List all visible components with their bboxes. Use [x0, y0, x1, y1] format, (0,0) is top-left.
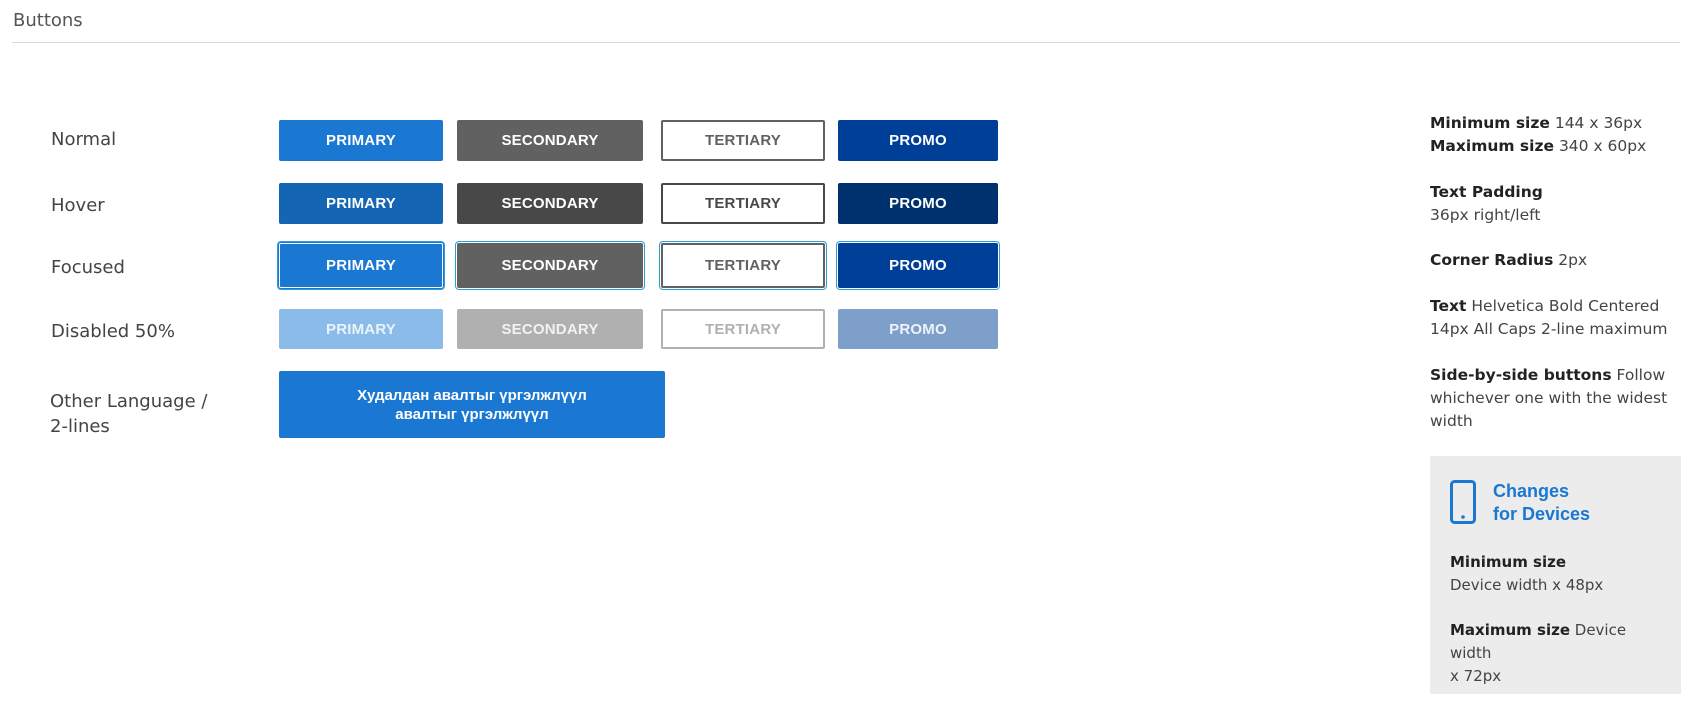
spec-max-size-value: 340 x 60px [1558, 137, 1647, 155]
header-divider [12, 42, 1680, 43]
spec-radius-value: 2px [1558, 251, 1588, 269]
primary-button-focused[interactable]: PRIMARY [278, 242, 444, 289]
spec-side-value-line3: width [1430, 412, 1473, 430]
spec-padding-value: 36px right/left [1430, 206, 1541, 224]
row-label-other-language-line1: Other Language / [50, 391, 208, 412]
spec-size: Minimum size 144 x 36px Maximum size 340… [1430, 112, 1670, 158]
spec-side-by-side: Side-by-side buttons Follow whichever on… [1430, 364, 1670, 433]
spec-padding: Text Padding 36px right/left [1430, 181, 1670, 227]
row-label-disabled: Disabled 50% [51, 321, 175, 342]
two-line-button-line1: Худалдан авалтыг үргэлжлүүл [357, 386, 587, 404]
spec-radius-label: Corner Radius [1430, 251, 1554, 269]
spec-text-value-line1: Helvetica Bold Centered [1471, 297, 1660, 315]
primary-button-hover[interactable]: PRIMARY [279, 183, 443, 224]
primary-button-two-line[interactable]: Худалдан авалтыг үргэлжлүүл авалтыг үргэ… [279, 371, 665, 438]
secondary-button-hover[interactable]: SECONDARY [457, 183, 643, 224]
spec-text: Text Helvetica Bold Centered 14px All Ca… [1430, 295, 1670, 341]
two-line-button-line2: авалтыг үргэлжлүүл [395, 405, 549, 423]
promo-button-hover[interactable]: PROMO [838, 183, 998, 224]
promo-button-disabled: PROMO [838, 309, 998, 349]
secondary-button-focused[interactable]: SECONDARY [457, 243, 643, 288]
tertiary-button-disabled: TERTIARY [661, 309, 825, 349]
row-label-hover: Hover [51, 195, 105, 216]
device-max-size: Maximum size Device width x 72px [1450, 619, 1665, 688]
spec-max-size-label: Maximum size [1430, 137, 1554, 155]
spec-min-size-value: 144 x 36px [1554, 114, 1643, 132]
secondary-button-normal[interactable]: SECONDARY [457, 120, 643, 161]
tertiary-button-focused[interactable]: TERTIARY [661, 243, 825, 288]
smartphone-icon [1450, 480, 1476, 529]
secondary-button-disabled: SECONDARY [457, 309, 643, 349]
device-title-line2: for Devices [1493, 504, 1591, 524]
spec-min-size-label: Minimum size [1430, 114, 1550, 132]
spec-side-label: Side-by-side buttons [1430, 366, 1612, 384]
page-title: Buttons [13, 10, 83, 31]
device-changes-panel: Changes for Devices Minimum size Device … [1430, 456, 1681, 694]
tertiary-button-hover[interactable]: TERTIARY [661, 183, 825, 224]
row-label-other-language-line2: 2-lines [50, 416, 110, 437]
device-max-label: Maximum size [1450, 621, 1570, 639]
device-max-value-line2: x 72px [1450, 667, 1502, 685]
device-title-line1: Changes [1493, 481, 1570, 501]
row-label-focused: Focused [51, 257, 125, 278]
promo-button-focused[interactable]: PROMO [838, 243, 998, 288]
primary-button-disabled: PRIMARY [279, 309, 443, 349]
row-label-normal: Normal [51, 129, 117, 150]
device-min-size: Minimum size Device width x 48px [1450, 551, 1665, 597]
spec-side-value-line2: whichever one with the widest [1430, 389, 1668, 407]
spec-side-value-line1: Follow [1616, 366, 1666, 384]
spec-text-value-line2: 14px All Caps 2-line maximum [1430, 320, 1668, 338]
spec-radius: Corner Radius 2px [1430, 249, 1670, 272]
device-changes-title: Changes for Devices [1493, 480, 1590, 526]
primary-button-normal[interactable]: PRIMARY [279, 120, 443, 161]
device-max-value-line1: Device width [1450, 621, 1627, 662]
spec-text-label: Text [1430, 297, 1467, 315]
device-min-value: Device width x 48px [1450, 576, 1604, 594]
promo-button-normal[interactable]: PROMO [838, 120, 998, 161]
tertiary-button-normal[interactable]: TERTIARY [661, 120, 825, 161]
spec-padding-label: Text Padding [1430, 183, 1543, 201]
device-min-label: Minimum size [1450, 553, 1567, 571]
row-label-other-language: Other Language / 2-lines [50, 389, 207, 439]
